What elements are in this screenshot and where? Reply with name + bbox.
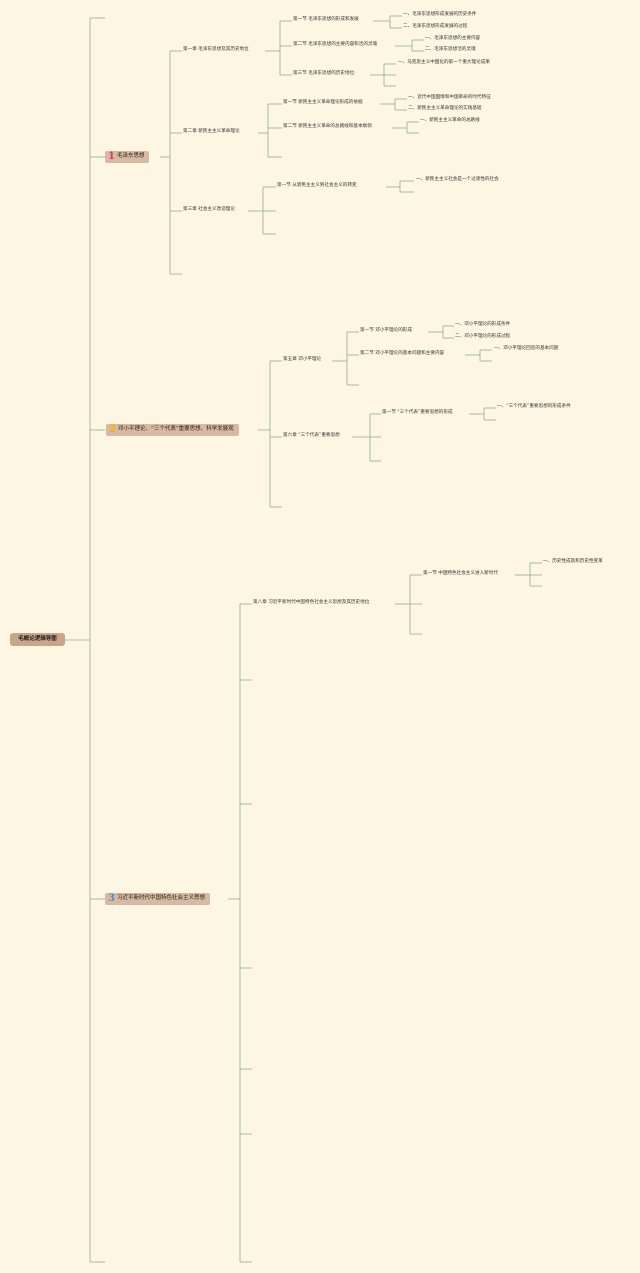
part-number-3: 3 bbox=[108, 893, 115, 904]
item-node[interactable]: 一、近代中国国情和中国革命的时代特征 bbox=[408, 95, 491, 100]
section-node[interactable]: 第二节 邓小平理论的基本问题和主要内容 bbox=[360, 351, 445, 356]
part-node-2[interactable]: 2 邓小平理论、“三个代表”重要思想、科学发展观 bbox=[106, 424, 239, 436]
root-node[interactable]: 毛概论逻辑导图 bbox=[10, 633, 65, 646]
root-title: 毛概论逻辑导图 bbox=[18, 635, 57, 642]
item-node[interactable]: 一、邓小平理论回答的基本问题 bbox=[494, 346, 559, 351]
part-number-1: 1 bbox=[108, 151, 115, 162]
part-node-1[interactable]: 1 毛泽东思想 bbox=[105, 151, 150, 163]
part-node-3[interactable]: 3 习近平新时代中国特色社会主义思想 bbox=[105, 893, 210, 905]
item-node[interactable]: 一、马克思主义中国化的第一个重大理论成果 bbox=[398, 60, 490, 65]
section-node[interactable]: 第一节 毛泽东思想的形成和发展 bbox=[293, 17, 359, 22]
chapter-node[interactable]: 第八章 习近平新时代中国特色社会主义思想及其历史地位 bbox=[253, 600, 370, 605]
section-node[interactable]: 第一节 邓小平理论的形成 bbox=[360, 328, 412, 333]
item-node[interactable]: 二、毛泽东思想形成发展的过程 bbox=[403, 24, 468, 29]
item-node[interactable]: 一、“三个代表”重要思想的形成条件 bbox=[497, 404, 571, 409]
section-node[interactable]: 第一节 新民主主义革命理论形成的依据 bbox=[283, 100, 363, 105]
item-node[interactable]: 一、邓小平理论的形成条件 bbox=[455, 322, 511, 327]
chapter-node[interactable]: 第六章 “三个代表”重要思想 bbox=[283, 433, 340, 438]
section-node[interactable]: 第一节 从新民主主义到社会主义的转变 bbox=[277, 183, 357, 188]
item-node[interactable]: 一、毛泽东思想形成发展的历史条件 bbox=[403, 12, 477, 17]
item-node[interactable]: 二、新民主主义革命理论的实践基础 bbox=[408, 106, 482, 111]
chapter-node[interactable]: 第三章 社会主义改造理论 bbox=[183, 207, 235, 212]
section-node[interactable]: 第一节 中国特色社会主义进入新时代 bbox=[423, 571, 498, 576]
section-node[interactable]: 第二节 毛泽东思想的主要内容和活的灵魂 bbox=[293, 42, 378, 47]
section-node[interactable]: 第一节 “三个代表”重要思想的形成 bbox=[382, 410, 453, 415]
part-title-2: 邓小平理论、“三个代表”重要思想、科学发展观 bbox=[117, 426, 234, 433]
part-title-1: 毛泽东思想 bbox=[116, 153, 145, 160]
item-node[interactable]: 一、新民主主义社会是一个过渡性的社会 bbox=[416, 177, 499, 182]
chapter-node[interactable]: 第二章 新民主主义革命理论 bbox=[183, 129, 240, 134]
item-node[interactable]: 二、邓小平理论的形成过程 bbox=[455, 334, 511, 339]
chapter-node[interactable]: 第一章 毛泽东思想及其历史地位 bbox=[183, 47, 249, 52]
item-node[interactable]: 一、毛泽东思想的主要内容 bbox=[425, 36, 481, 41]
part-number-2: 2 bbox=[109, 424, 116, 435]
part-title-3: 习近平新时代中国特色社会主义思想 bbox=[116, 895, 205, 902]
chapter-node[interactable]: 第五章 邓小平理论 bbox=[283, 357, 322, 362]
section-node[interactable]: 第二节 新民主主义革命的总路线和基本纲领 bbox=[283, 124, 372, 129]
item-node[interactable]: 一、历史性成就和历史性变革 bbox=[543, 559, 603, 564]
section-node[interactable]: 第三节 毛泽东思想的历史地位 bbox=[293, 71, 355, 76]
item-node[interactable]: 一、新民主主义革命的总路线 bbox=[420, 118, 480, 123]
item-node[interactable]: 二、毛泽东思想活的灵魂 bbox=[425, 47, 476, 52]
